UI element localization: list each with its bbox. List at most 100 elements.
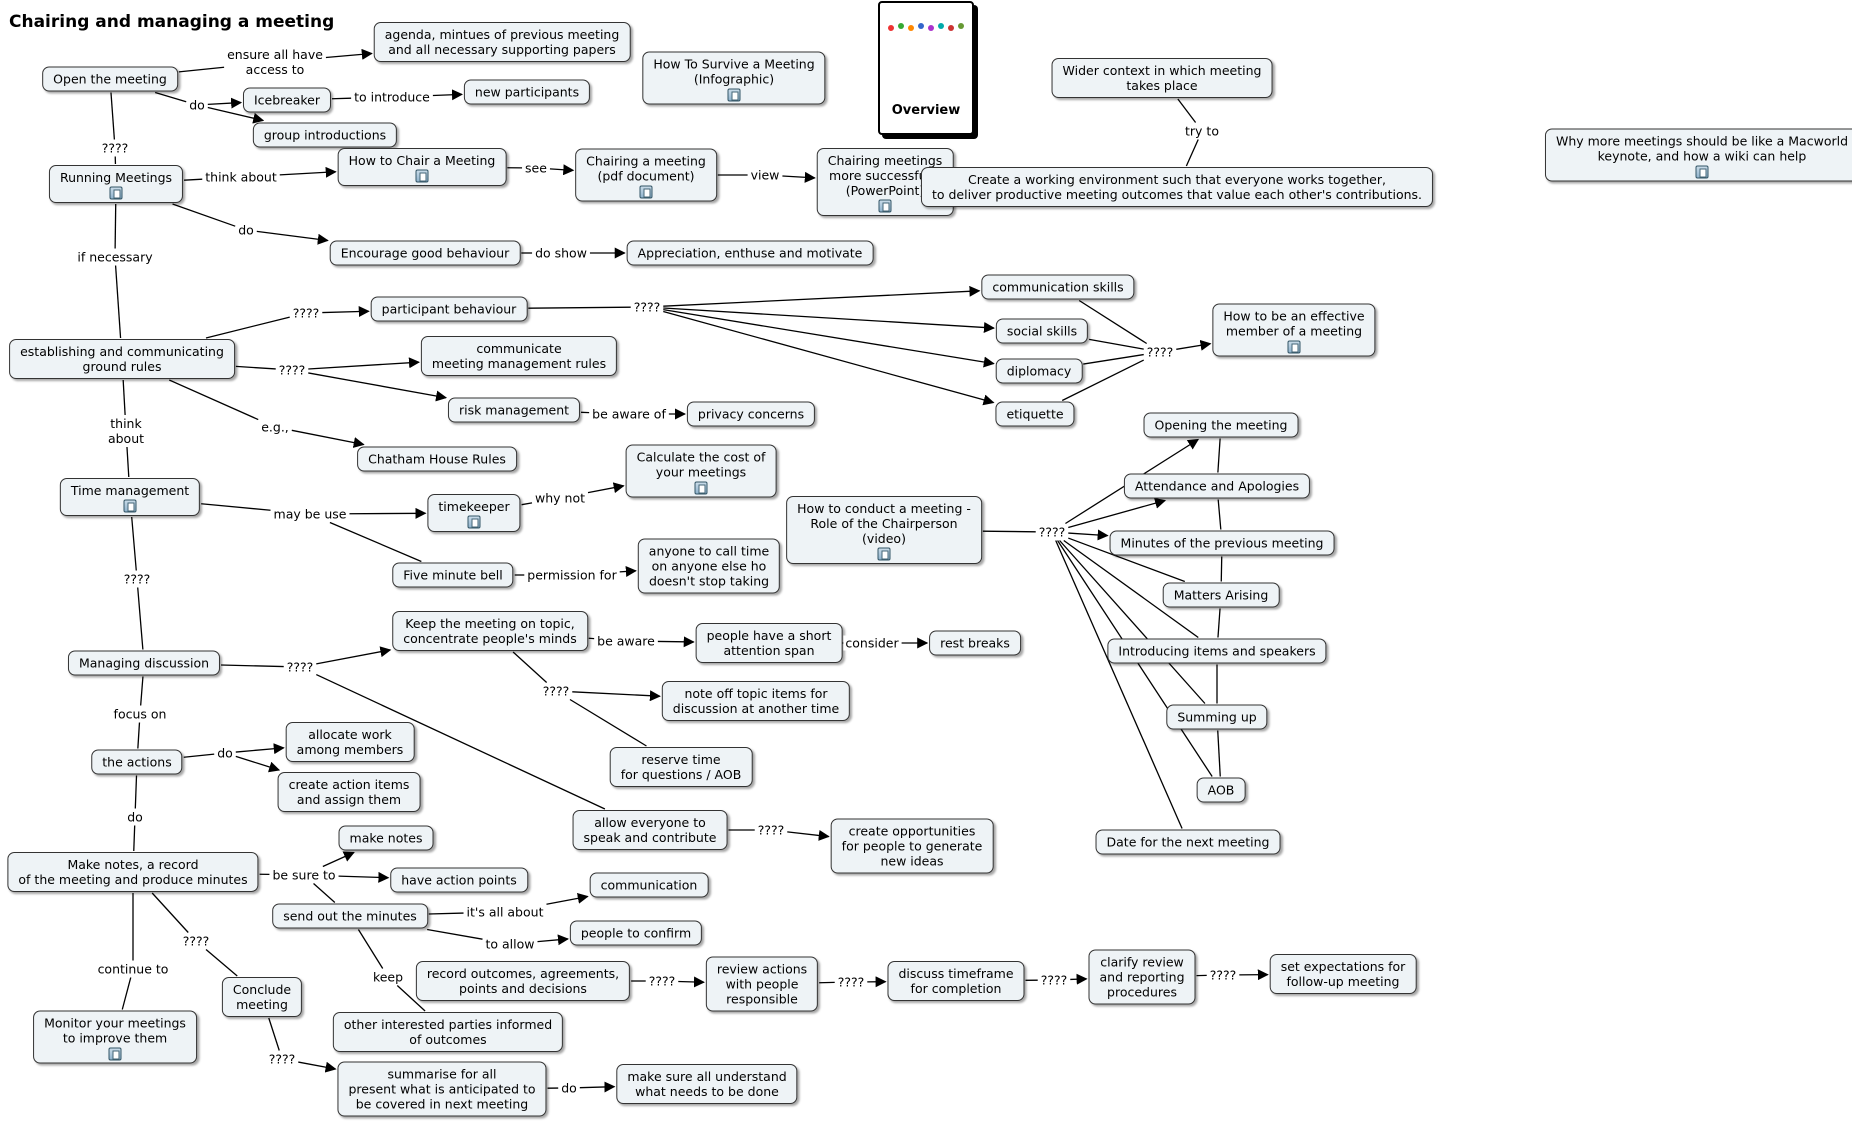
connector-social-l_q4: [1089, 338, 1144, 350]
attachment-icon[interactable]: [877, 547, 891, 561]
topic-actions[interactable]: the actions: [91, 749, 183, 775]
topic-etiquette[interactable]: etiquette: [995, 401, 1075, 427]
connector-l_q7-matters: [1068, 537, 1186, 583]
topic-chatham[interactable]: Chatham House Rules: [357, 446, 517, 472]
topic-commskills[interactable]: communication skills: [981, 274, 1135, 300]
topic-calccost[interactable]: Calculate the cost of your meetings: [625, 444, 777, 498]
topic-makenotes[interactable]: make notes: [338, 825, 434, 851]
overview-thumbnail[interactable]: Overview: [878, 1, 974, 135]
topic-reserve[interactable]: reserve time for questions / AOB: [609, 747, 753, 787]
topic-calltime[interactable]: anyone to call time on anyone else ho do…: [637, 538, 781, 594]
topic-actionitems[interactable]: create action items and assign them: [277, 772, 421, 812]
topic-encourage[interactable]: Encourage good behaviour: [329, 240, 521, 266]
topic-summing[interactable]: Summing up: [1166, 704, 1268, 730]
topic-timeframe[interactable]: discuss timeframe for completion: [887, 961, 1025, 1001]
connector-l_besure-makenotes: [322, 851, 355, 868]
connector-managing-l_q8: [221, 664, 284, 668]
topic-chairpdf[interactable]: Chairing a meeting (pdf document): [575, 148, 717, 202]
topic-commrules[interactable]: communicate meeting management rules: [420, 336, 618, 376]
topic-makerecord[interactable]: Make notes, a record of the meeting and …: [7, 852, 259, 892]
topic-rest[interactable]: rest breaks: [929, 630, 1021, 656]
topic-attendance[interactable]: Attendance and Apologies: [1123, 473, 1311, 499]
topic-opening[interactable]: Opening the meeting: [1143, 412, 1299, 438]
topic-confirm[interactable]: people to confirm: [569, 920, 703, 946]
topic-groupintro[interactable]: group introductions: [252, 122, 398, 148]
topic-social[interactable]: social skills: [995, 318, 1089, 344]
topic-wider[interactable]: Wider context in which meeting takes pla…: [1051, 58, 1273, 98]
topic-newp[interactable]: new participants: [463, 79, 591, 105]
connector-l_contto-monitor: [121, 977, 132, 1010]
topic-attention[interactable]: people have a short attention span: [695, 623, 843, 663]
attachment-icon[interactable]: [1695, 165, 1709, 178]
topic-aob[interactable]: AOB: [1196, 777, 1246, 803]
attachment-icon[interactable]: [1287, 340, 1301, 353]
topic-minutesprev[interactable]: Minutes of the previous meeting: [1109, 530, 1335, 556]
topic-workenv[interactable]: Create a working environment such that e…: [920, 167, 1434, 207]
topic-communication[interactable]: communication: [589, 872, 709, 898]
topic-timekeeper[interactable]: timekeeper: [427, 494, 521, 532]
topic-appreciation[interactable]: Appreciation, enthuse and motivate: [626, 240, 874, 266]
topic-keeptopic[interactable]: Keep the meeting on topic, concentrate p…: [392, 611, 588, 651]
topic-summarise[interactable]: summarise for all present what is antici…: [337, 1061, 547, 1117]
topic-noteoff[interactable]: note off topic items for discussion at a…: [661, 681, 851, 721]
attachment-icon[interactable]: [639, 185, 653, 198]
topic-privacy[interactable]: privacy concerns: [686, 401, 816, 427]
topic-review[interactable]: review actions with people responsible: [705, 956, 819, 1012]
connector-l_do3-actionitems: [235, 755, 281, 773]
connector-ground-l_q2: [205, 316, 290, 339]
attachment-icon[interactable]: [467, 515, 481, 529]
connector-sendminutes-l_itsall: [428, 912, 464, 915]
topic-risk[interactable]: risk management: [447, 397, 581, 423]
attachment-icon[interactable]: [123, 499, 137, 513]
relationship-label: if necessary: [75, 249, 155, 265]
connector-l_eg-chatham: [291, 429, 365, 448]
topic-sendminutes[interactable]: send out the minutes: [272, 903, 428, 929]
connector-actions-l_do3: [183, 753, 215, 758]
topic-diplomacy[interactable]: diplomacy: [995, 358, 1083, 384]
topic-matters[interactable]: Matters Arising: [1162, 582, 1280, 608]
relationship-label: try to: [1183, 123, 1221, 139]
connector-icebreaker-l_intro: [331, 97, 352, 100]
topic-managing[interactable]: Managing discussion: [67, 650, 221, 676]
attachment-icon[interactable]: [108, 1047, 122, 1060]
relationship-label: why not: [533, 490, 587, 506]
attachment-icon[interactable]: [415, 169, 429, 183]
connector-matters-introducing: [1217, 608, 1221, 638]
attachment-icon[interactable]: [694, 481, 708, 494]
connector-conduct-l_q7: [982, 530, 1036, 533]
connector-ground-l_eg: [168, 379, 259, 421]
topic-allocate[interactable]: allocate work among members: [285, 722, 415, 762]
connector-l_thinkab-time: [126, 446, 130, 478]
attachment-icon[interactable]: [878, 199, 892, 213]
topic-conclude[interactable]: Conclude meeting: [221, 977, 303, 1017]
topic-fivemin[interactable]: Five minute bell: [392, 562, 514, 588]
topic-open[interactable]: Open the meeting: [42, 66, 178, 92]
connector-l_beaware2-attention: [657, 636, 695, 648]
connector-makerecord-l_q15: [151, 892, 189, 933]
topic-otherparties[interactable]: other interested parties informed of out…: [332, 1012, 564, 1052]
topic-introducing[interactable]: Introducing items and speakers: [1107, 638, 1327, 664]
topic-recordout[interactable]: record outcomes, agreements, points and …: [415, 961, 631, 1001]
topic-agenda[interactable]: agenda, mintues of previous meeting and …: [373, 22, 631, 62]
connector-l_q5-risk: [308, 372, 448, 402]
topic-actionpoints[interactable]: have action points: [390, 867, 528, 893]
topic-clarify[interactable]: clarify review and reporting procedures: [1088, 949, 1196, 1005]
topic-ground[interactable]: establishing and communicating ground ru…: [9, 339, 235, 379]
topic-expect[interactable]: set expectations for follow-up meeting: [1269, 954, 1417, 994]
relationship-label: ????: [266, 1051, 298, 1067]
topic-conduct[interactable]: How to conduct a meeting - Role of the C…: [786, 496, 982, 564]
attachment-icon[interactable]: [727, 88, 741, 101]
topic-opportunities[interactable]: create opportunities for people to gener…: [830, 818, 994, 874]
topic-icebreaker[interactable]: Icebreaker: [242, 87, 332, 113]
topic-time[interactable]: Time management: [59, 478, 201, 516]
connector-l_q15-conclude: [205, 949, 238, 977]
topic-macworld[interactable]: Why more meetings should be like a Macwo…: [1544, 128, 1852, 182]
topic-effective[interactable]: How to be an effective member of a meeti…: [1212, 303, 1376, 357]
topic-participant[interactable]: participant behaviour: [370, 296, 528, 322]
attachment-icon[interactable]: [109, 186, 123, 200]
topic-datenext[interactable]: Date for the next meeting: [1095, 829, 1281, 855]
topic-allowall[interactable]: allow everyone to speak and contribute: [572, 810, 728, 850]
topic-understand[interactable]: make sure all understand what needs to b…: [616, 1064, 798, 1104]
connector-l_q11-review: [678, 976, 705, 988]
relationship-label: be aware: [595, 633, 657, 649]
